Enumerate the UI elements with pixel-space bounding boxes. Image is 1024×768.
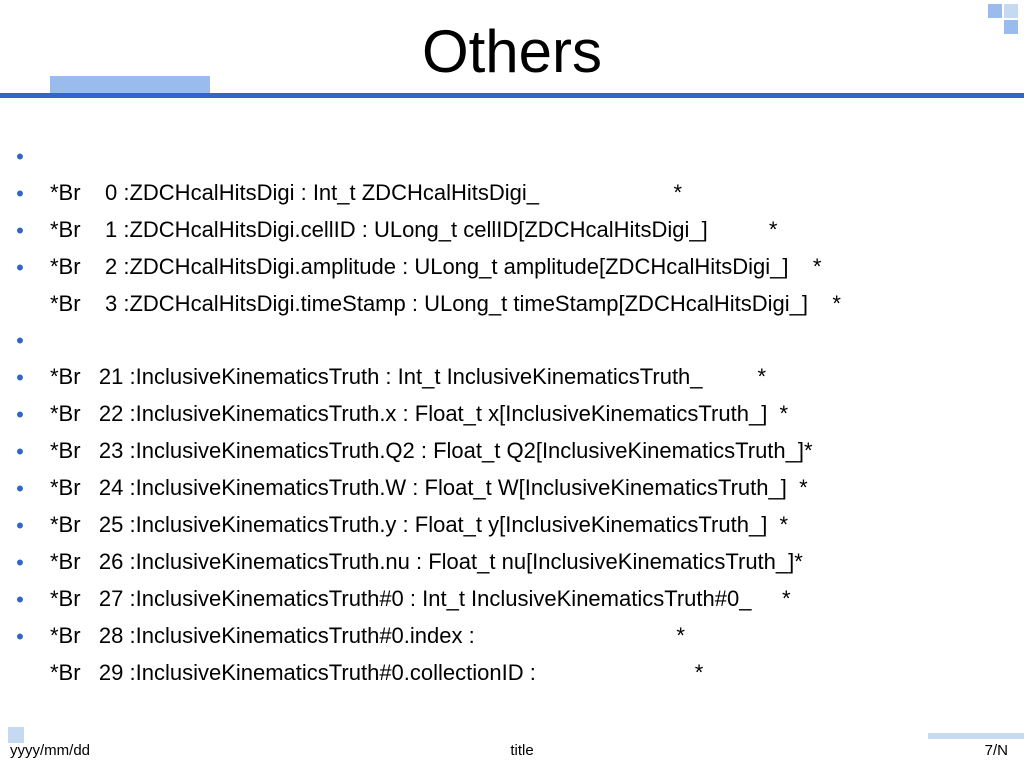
bullet-marker: • (16, 476, 24, 501)
list-item: • *Br 0 :ZDCHcalHitsDigi : Int_t ZDCHcal… (0, 103, 1024, 205)
list-item-text: *Br 23 :InclusiveKinematicsTruth.Q2 : Fl… (50, 438, 813, 463)
bullet-marker: • (16, 550, 24, 575)
list-item-text: *Br 24 :InclusiveKinematicsTruth.W : Flo… (50, 475, 808, 500)
list-item: • *Br 26 :InclusiveKinematicsTruth.nu : … (0, 472, 1024, 574)
list-item: • *Br 1 :ZDCHcalHitsDigi.cellID : ULong_… (0, 140, 1024, 242)
footer-date: yyyy/mm/dd (10, 742, 91, 759)
page-number: 7/N (984, 742, 1008, 759)
list-item-text: *Br 26 :InclusiveKinematicsTruth.nu : Fl… (50, 549, 803, 574)
list-item: • *Br 2 :ZDCHcalHitsDigi.amplitude : ULo… (0, 177, 1024, 279)
bullet-marker: • (16, 624, 24, 649)
list-item-text: *Br 28 :InclusiveKinematicsTruth#0.index… (50, 623, 685, 648)
list-item: • *Br 24 :InclusiveKinematicsTruth.W : F… (0, 398, 1024, 500)
list-item-text: *Br 2 :ZDCHcalHitsDigi.amplitude : ULong… (50, 254, 822, 279)
footer-decorative-square (8, 727, 24, 743)
list-item-text: *Br 29 :InclusiveKinematicsTruth#0.colle… (50, 660, 704, 685)
bullet-marker: • (16, 181, 24, 206)
list-item-text: *Br 27 :InclusiveKinematicsTruth#0 : Int… (50, 586, 791, 611)
bullet-marker: • (16, 439, 24, 464)
title-accent-bar (50, 76, 210, 94)
list-item: • *Br 28 :InclusiveKinematicsTruth#0.ind… (0, 546, 1024, 648)
decorative-squares-top-right (986, 0, 1024, 38)
list-item: • *Br 23 :InclusiveKinematicsTruth.Q2 : … (0, 361, 1024, 463)
footer-title: title (510, 742, 534, 759)
list-item: • *Br 27 :InclusiveKinematicsTruth#0 : I… (0, 509, 1024, 611)
deco-square (1004, 4, 1018, 18)
list-item-text: *Br 22 :InclusiveKinematicsTruth.x : Flo… (50, 401, 789, 426)
list-item-text: *Br 0 :ZDCHcalHitsDigi : Int_t ZDCHcalHi… (50, 180, 683, 205)
list-item-text: *Br 25 :InclusiveKinematicsTruth.y : Flo… (50, 512, 789, 537)
bullet-marker: • (16, 218, 24, 243)
bullet-marker: • (16, 255, 24, 280)
list-item-text: *Br 1 :ZDCHcalHitsDigi.cellID : ULong_t … (50, 217, 778, 242)
deco-square (988, 4, 1002, 18)
bullet-marker: • (16, 365, 24, 390)
list-item: • *Br 3 :ZDCHcalHitsDigi.timeStamp : ULo… (0, 214, 1024, 316)
bullet-marker: • (16, 587, 24, 612)
bullet-marker: • (16, 513, 24, 538)
footer-decorative-bar (928, 733, 1024, 739)
bullet-marker: • (16, 402, 24, 427)
list-item: • *Br 29 :InclusiveKinematicsTruth#0.col… (0, 583, 1024, 685)
list-item: • *Br 22 :InclusiveKinematicsTruth.x : F… (0, 324, 1024, 426)
list-item-text: *Br 21 :InclusiveKinematicsTruth : Int_t… (50, 364, 767, 389)
bullet-marker: • (16, 328, 24, 353)
title-divider (0, 93, 1024, 98)
list-item-text: *Br 3 :ZDCHcalHitsDigi.timeStamp : ULong… (50, 291, 841, 316)
list-item: • *Br 21 :InclusiveKinematicsTruth : Int… (0, 287, 1024, 389)
list-item: • *Br 25 :InclusiveKinematicsTruth.y : F… (0, 435, 1024, 537)
deco-square (1004, 20, 1018, 34)
page-title: Others (421, 18, 603, 85)
bullet-marker: • (16, 144, 24, 169)
